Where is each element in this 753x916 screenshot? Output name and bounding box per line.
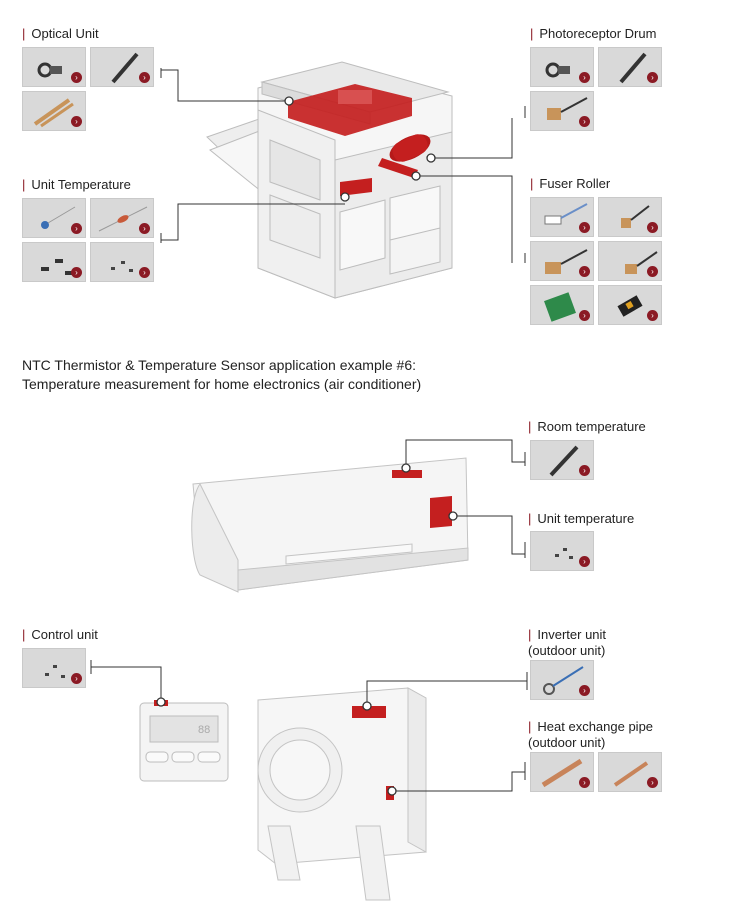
arrow-icon: › bbox=[71, 72, 82, 83]
fuser-sensor-icon bbox=[545, 249, 588, 274]
arrow-icon: › bbox=[71, 223, 82, 234]
fuser-sensor-icon bbox=[544, 203, 588, 225]
product-thumb-probe-sensor[interactable]: › bbox=[90, 47, 154, 87]
caption-line-1: NTC Thermistor & Temperature Sensor appl… bbox=[22, 357, 416, 373]
product-thumb-unit-chip[interactable]: › bbox=[530, 531, 594, 571]
product-thumb-fuser-1[interactable]: › bbox=[530, 197, 594, 237]
product-thumb-fuser-2[interactable]: › bbox=[598, 197, 662, 237]
arrow-icon: › bbox=[647, 222, 658, 233]
fuser-sensor-icon bbox=[625, 251, 658, 274]
section-label-inverter-unit: Inverter unit (outdoor unit) bbox=[528, 627, 638, 659]
controller-readout: 88 bbox=[198, 724, 210, 736]
contact-sensor-icon bbox=[547, 97, 588, 120]
arrow-icon: › bbox=[647, 266, 658, 277]
ring-lug-sensor-icon bbox=[37, 62, 62, 78]
remote-controller-illustration bbox=[139, 700, 229, 782]
section-label-heat-exchange-pipe: Heat exchange pipe (outdoor unit) bbox=[528, 719, 678, 751]
product-thumb-fuser-4[interactable]: › bbox=[598, 241, 662, 281]
glass-thermistor-icon bbox=[98, 206, 148, 232]
product-thumb-room-probe[interactable]: › bbox=[530, 440, 594, 480]
section-label-ac-unit-temperature: Unit temperature bbox=[528, 511, 634, 527]
arrow-icon: › bbox=[579, 465, 590, 476]
section-label-optical-unit: Optical Unit bbox=[22, 26, 98, 42]
arrow-icon: › bbox=[579, 116, 590, 127]
pipe-sensor-icon bbox=[613, 761, 649, 787]
probe-sensor-icon bbox=[549, 445, 579, 477]
micro-chip-icon bbox=[111, 261, 133, 272]
arrow-icon: › bbox=[139, 267, 150, 278]
product-thumb-fuser-3[interactable]: › bbox=[530, 241, 594, 281]
arrow-icon: › bbox=[139, 72, 150, 83]
arrow-icon: › bbox=[647, 777, 658, 788]
product-thumb-micro-chip[interactable]: › bbox=[90, 242, 154, 282]
arrow-icon: › bbox=[579, 266, 590, 277]
outdoor-unit-illustration bbox=[257, 687, 427, 901]
arrow-icon: › bbox=[71, 116, 82, 127]
leaded-thermistor-icon bbox=[41, 206, 76, 229]
arrow-icon: › bbox=[579, 222, 590, 233]
arrow-icon: › bbox=[71, 267, 82, 278]
product-thumb-inverter-ring[interactable]: › bbox=[530, 660, 594, 700]
section-label-unit-temperature: Unit Temperature bbox=[22, 177, 130, 193]
arrow-icon: › bbox=[579, 310, 590, 321]
fuser-sensor-icon bbox=[621, 205, 650, 228]
product-thumb-drum-ring-sensor[interactable]: › bbox=[530, 47, 594, 87]
product-thumb-pipe-sensor-1[interactable]: › bbox=[530, 752, 594, 792]
product-thumb-ring-lug-sensor[interactable]: › bbox=[22, 47, 86, 87]
arrow-icon: › bbox=[579, 685, 590, 696]
arrow-icon: › bbox=[579, 777, 590, 788]
product-thumb-fuser-6[interactable]: › bbox=[598, 285, 662, 325]
product-thumb-film-sensor[interactable]: › bbox=[22, 91, 86, 131]
pcb-sensor-icon bbox=[544, 292, 576, 322]
copier-connector-points bbox=[284, 96, 436, 202]
ac-connector-lines bbox=[90, 439, 528, 792]
ring-lug-sensor-icon bbox=[543, 666, 584, 695]
scanner-glass bbox=[338, 90, 372, 104]
probe-sensor-icon bbox=[619, 52, 647, 84]
indoor-ac-illustration bbox=[191, 457, 469, 593]
film-sensor-icon bbox=[33, 98, 74, 128]
product-thumb-smd-chip[interactable]: › bbox=[22, 242, 86, 282]
product-thumb-drum-contact[interactable]: › bbox=[530, 91, 594, 131]
copier-highlights bbox=[288, 84, 431, 196]
product-thumb-pipe-sensor-2[interactable]: › bbox=[598, 752, 662, 792]
product-thumb-leaded-thermistor[interactable]: › bbox=[22, 198, 86, 238]
micro-chip-icon bbox=[555, 548, 573, 559]
section-label-fuser-roller: Fuser Roller bbox=[530, 176, 610, 192]
arrow-icon: › bbox=[139, 223, 150, 234]
pipe-sensor-icon bbox=[541, 758, 583, 788]
product-thumb-glass-thermistor[interactable]: › bbox=[90, 198, 154, 238]
fuser-sensor-icon bbox=[617, 295, 643, 317]
arrow-icon: › bbox=[647, 72, 658, 83]
arrow-icon: › bbox=[579, 72, 590, 83]
arrow-icon: › bbox=[647, 310, 658, 321]
smd-chip-icon bbox=[41, 259, 73, 275]
ac-connector-points bbox=[156, 463, 458, 796]
probe-sensor-icon bbox=[111, 52, 139, 84]
copier-connector-lines bbox=[160, 68, 526, 263]
caption-line-2: Temperature measurement for home electro… bbox=[22, 376, 422, 392]
product-thumb-drum-probe[interactable]: › bbox=[598, 47, 662, 87]
section-label-photoreceptor-drum: Photoreceptor Drum bbox=[530, 26, 656, 42]
micro-chip-icon bbox=[45, 665, 65, 678]
section-label-room-temperature: Room temperature bbox=[528, 419, 645, 435]
arrow-icon: › bbox=[71, 673, 82, 684]
product-thumb-fuser-5[interactable]: › bbox=[530, 285, 594, 325]
section-label-control-unit: Control unit bbox=[22, 627, 97, 643]
arrow-icon: › bbox=[579, 556, 590, 567]
product-thumb-control-chip[interactable]: › bbox=[22, 648, 86, 688]
indoor-ac-highlights bbox=[392, 470, 452, 528]
ring-lug-sensor-icon bbox=[545, 62, 570, 78]
